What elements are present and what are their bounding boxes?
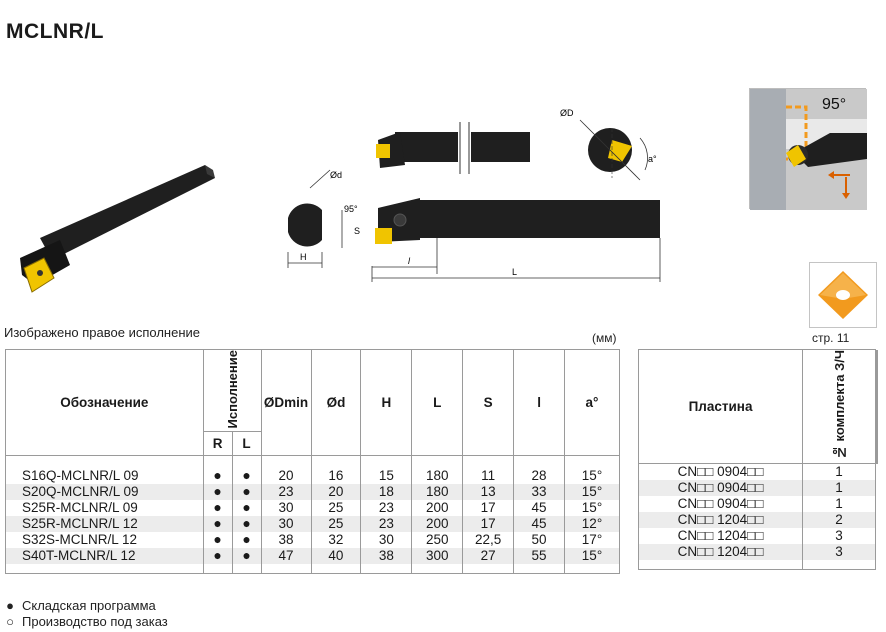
header-r: R — [202, 431, 233, 457]
cutting-illustration — [749, 88, 867, 210]
legend-item-order: ○Производство под заказ — [6, 614, 168, 629]
end-view: ØD a° — [560, 108, 657, 181]
header-s: S — [462, 348, 515, 457]
table-row: CN□□ 0904□□1 — [637, 463, 878, 480]
svg-text:a°: a° — [648, 154, 657, 164]
top-view — [376, 122, 530, 174]
header-d: Ød — [310, 348, 362, 457]
table-row: CN□□ 1204□□3 — [637, 543, 878, 560]
svg-text:Ød: Ød — [330, 170, 342, 180]
tool-photo — [20, 165, 215, 293]
table-row: CN□□ 1204□□3 — [637, 527, 878, 544]
header-small-l: l — [513, 348, 566, 457]
svg-text:H: H — [300, 252, 307, 262]
header-alpha: a° — [564, 348, 620, 457]
insert-table: Пластина № комплекта З/Ч CN□□ 0904□□1 CN… — [637, 348, 878, 571]
table-row: CN□□ 0904□□1 — [637, 495, 878, 512]
approach-angle-label: 95° — [822, 96, 847, 113]
spec-table: Обозначение Исполнение ØDmin Ød H L S l … — [5, 348, 620, 575]
tool-drawing: ØD a° H Ød l L S 95° — [20, 108, 661, 293]
header-big-l: L — [411, 348, 464, 457]
caption: Изображено правое исполнение — [4, 325, 200, 340]
insert-thumbnail[interactable] — [809, 262, 877, 328]
side-view: l L S 95° — [341, 198, 661, 282]
svg-text:95°: 95° — [344, 204, 358, 214]
header-designation: Обозначение — [5, 348, 204, 457]
table-row: CN□□ 0904□□1 — [637, 479, 878, 496]
svg-text:ØD: ØD — [560, 108, 574, 118]
header-execution: Исполнение — [202, 348, 262, 433]
header-dmin: ØDmin — [260, 348, 312, 457]
header-h: H — [360, 348, 413, 457]
svg-text:S: S — [354, 226, 360, 236]
header-insert: Пластина — [637, 348, 804, 465]
page-title: MCLNR/L — [6, 20, 104, 43]
legend: ●Складская программа ○Производство под з… — [4, 598, 168, 630]
units-label: (мм) — [592, 331, 617, 345]
header-spare-kit: № комплекта З/Ч — [802, 348, 876, 465]
svg-text:L: L — [512, 267, 517, 277]
page-reference[interactable]: стр. 11 — [812, 331, 850, 345]
header-l: L — [231, 431, 262, 457]
cross-section: H Ød — [287, 169, 342, 268]
table-row: CN□□ 1204□□2 — [637, 511, 878, 528]
svg-text:l: l — [408, 256, 411, 266]
legend-item-stock: ●Складская программа — [6, 598, 156, 613]
